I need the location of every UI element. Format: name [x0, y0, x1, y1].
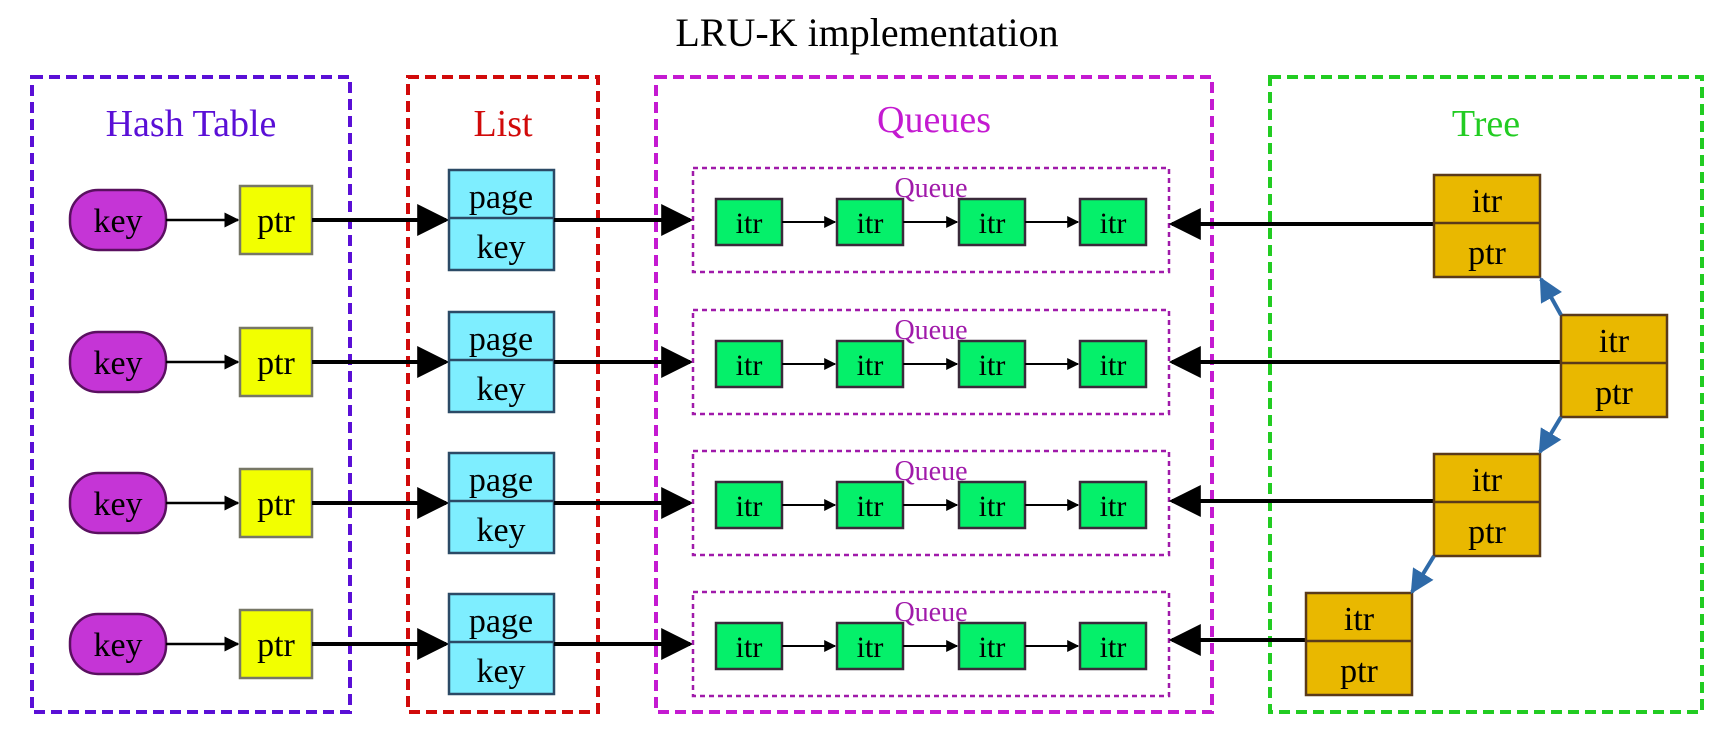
tree-node: [1432, 452, 1542, 558]
queues-label: Queues: [877, 99, 991, 141]
tree-itr-label: itr: [1472, 183, 1503, 220]
queue-itr-label: itr: [857, 207, 884, 240]
tree-itr-label: itr: [1344, 601, 1375, 638]
tree-frame: [1268, 75, 1704, 714]
queue-itr-node: [835, 197, 905, 247]
list-key-label: key: [476, 653, 525, 690]
tree-ptr-label: ptr: [1468, 514, 1506, 551]
row-4: key ptr page key Queue itr itr itr itr: [68, 590, 1171, 698]
queue-itr-node: [957, 621, 1027, 671]
queue-itr-node: [957, 339, 1027, 389]
hash-key-label: key: [93, 486, 142, 523]
list-page-label: page: [469, 321, 533, 358]
tree-node: [1304, 591, 1414, 697]
hash-ptr-node: [238, 184, 314, 256]
hash-table-frame: [30, 75, 352, 714]
queue-label: Queue: [894, 173, 967, 204]
list-node: [447, 451, 556, 555]
tree-node: [1559, 313, 1669, 419]
hash-ptr-label: ptr: [257, 203, 295, 240]
queue-itr-label: itr: [857, 631, 884, 664]
tree-label: Tree: [1452, 103, 1520, 145]
queues-frame: [654, 75, 1214, 714]
queue-label: Queue: [894, 456, 967, 487]
queue-label: Queue: [894, 315, 967, 346]
queue-itr-label: itr: [736, 207, 763, 240]
queue-itr-label: itr: [1100, 349, 1127, 382]
list-page-label: page: [469, 603, 533, 640]
queue-itr-label: itr: [979, 490, 1006, 523]
queue-box: [691, 308, 1171, 416]
tree-node: [1432, 173, 1542, 279]
queue-itr-node: [835, 621, 905, 671]
hash-ptr-node: [238, 326, 314, 398]
tree-layer: itr ptr itr ptr itr ptr itr ptr: [1168, 173, 1669, 697]
hash-ptr-node: [238, 608, 314, 680]
queue-itr-label: itr: [979, 349, 1006, 382]
queue-itr-node: [714, 339, 784, 389]
tree-edge-arrow: [1538, 415, 1563, 455]
queue-itr-node: [714, 621, 784, 671]
tree-itr-label: itr: [1472, 462, 1503, 499]
queue-box: [691, 590, 1171, 698]
list-frame: [406, 75, 600, 714]
queue-label: Queue: [894, 597, 967, 628]
queue-itr-node: [1078, 621, 1148, 671]
tree-itr-label: itr: [1599, 323, 1630, 360]
queue-itr-label: itr: [736, 490, 763, 523]
hash-key-label: key: [93, 203, 142, 240]
queue-itr-label: itr: [1100, 631, 1127, 664]
list-page-label: page: [469, 462, 533, 499]
queue-itr-label: itr: [736, 631, 763, 664]
tree-node-1: itr ptr: [1168, 173, 1542, 279]
tree-node-4: itr ptr: [1168, 591, 1414, 697]
list-key-label: key: [476, 371, 525, 408]
tree-ptr-label: ptr: [1340, 653, 1378, 690]
queue-box: [691, 166, 1171, 274]
tree-edge-arrow: [1410, 554, 1436, 595]
diagram-title: LRU-K implementation: [675, 10, 1058, 55]
queue-itr-label: itr: [857, 490, 884, 523]
queue-itr-node: [835, 339, 905, 389]
tree-edge-arrow: [1539, 276, 1563, 316]
row-2: key ptr page key Queue itr itr itr itr: [68, 308, 1171, 416]
queue-itr-node: [714, 480, 784, 530]
hash-ptr-label: ptr: [257, 345, 295, 382]
hash-table-label: Hash Table: [106, 103, 277, 145]
row-3: key ptr page key Queue itr itr itr itr: [68, 449, 1171, 557]
list-node: [447, 310, 556, 414]
tree-node-2: itr ptr: [1168, 313, 1669, 419]
hash-key-label: key: [93, 627, 142, 664]
hash-ptr-node: [238, 467, 314, 539]
queue-itr-node: [1078, 339, 1148, 389]
tree-ptr-label: ptr: [1595, 375, 1633, 412]
list-key-label: key: [476, 229, 525, 266]
hash-key-label: key: [93, 345, 142, 382]
tree-ptr-label: ptr: [1468, 235, 1506, 272]
list-key-label: key: [476, 512, 525, 549]
queue-itr-label: itr: [1100, 207, 1127, 240]
list-page-label: page: [469, 179, 533, 216]
queue-itr-node: [1078, 480, 1148, 530]
hash-ptr-label: ptr: [257, 486, 295, 523]
queue-itr-label: itr: [736, 349, 763, 382]
list-node: [447, 168, 556, 272]
tree-node-3: itr ptr: [1168, 452, 1542, 558]
queue-itr-label: itr: [857, 349, 884, 382]
list-label: List: [473, 103, 533, 145]
hash-ptr-label: ptr: [257, 627, 295, 664]
row-1: key ptr page key Queue itr itr itr itr: [68, 166, 1171, 274]
queue-itr-label: itr: [979, 631, 1006, 664]
queue-itr-label: itr: [979, 207, 1006, 240]
queue-box: [691, 449, 1171, 557]
queue-itr-label: itr: [1100, 490, 1127, 523]
list-node: [447, 592, 556, 696]
queue-itr-node: [1078, 197, 1148, 247]
